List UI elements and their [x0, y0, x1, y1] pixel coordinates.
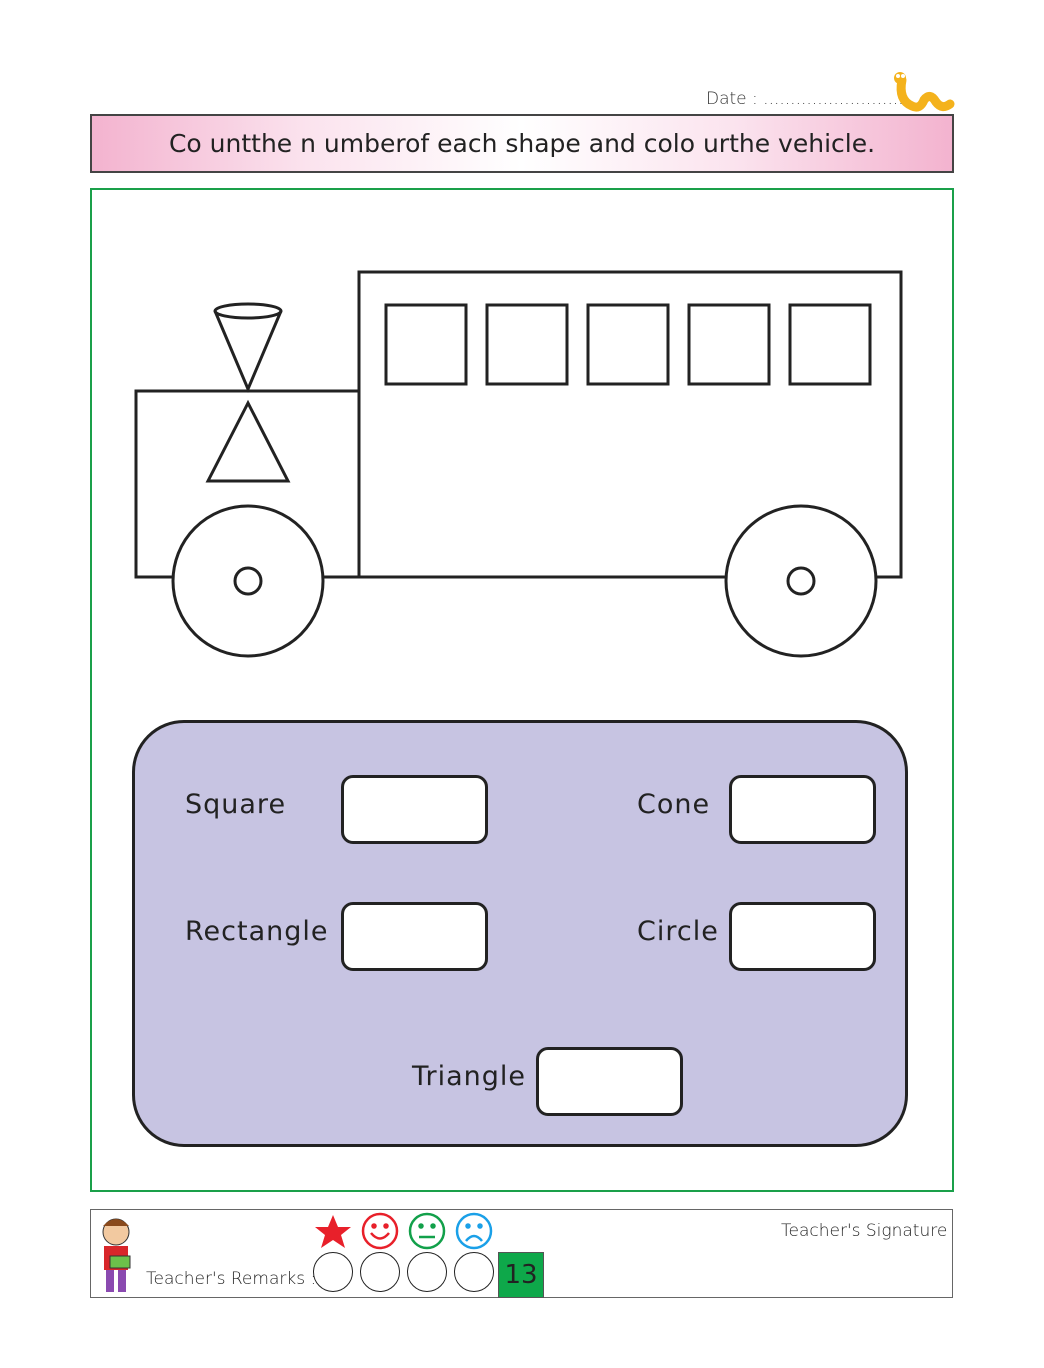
- sad-face-icon: [455, 1212, 493, 1250]
- neutral-face-icon: [408, 1212, 446, 1250]
- square-label: Square: [185, 789, 287, 820]
- date-field[interactable]: Date : ..............................: [706, 89, 926, 109]
- neutral-rating-checkbox[interactable]: [407, 1252, 447, 1292]
- triangle-shape: [205, 399, 291, 483]
- sad-rating-checkbox[interactable]: [454, 1252, 494, 1292]
- instruction-banner: Co untthe n umberof each shape and colo …: [90, 114, 954, 173]
- triangle-count-input[interactable]: [536, 1047, 683, 1116]
- rectangle-count-input[interactable]: [341, 902, 488, 971]
- worm-icon: [894, 72, 955, 112]
- boy-mascot-icon: [102, 1218, 131, 1292]
- triangle-label: Triangle: [412, 1061, 527, 1092]
- rear-wheel-circle: [724, 504, 878, 658]
- window-squares: [384, 303, 872, 386]
- square-count-input[interactable]: [341, 775, 488, 844]
- circle-label: Circle: [637, 916, 719, 947]
- cone-label: Cone: [637, 789, 711, 820]
- front-wheel-circle: [171, 504, 325, 658]
- page-number: 13: [498, 1252, 544, 1298]
- star-icon: [315, 1215, 351, 1248]
- truck-drawing: [134, 270, 903, 658]
- rating-icons: [315, 1212, 493, 1250]
- worksheet-frame: [90, 188, 954, 1192]
- chimney-cone: [213, 302, 283, 393]
- circle-count-input[interactable]: [729, 902, 876, 971]
- cone-count-input[interactable]: [729, 775, 876, 844]
- star-rating-checkbox[interactable]: [313, 1252, 353, 1292]
- rectangle-label: Rectangle: [185, 916, 329, 947]
- teacher-signature-label: Teacher's Signature: [781, 1221, 948, 1241]
- teacher-remarks-label: Teacher's Remarks :: [146, 1269, 317, 1289]
- happy-face-icon: [361, 1212, 399, 1250]
- happy-rating-checkbox[interactable]: [360, 1252, 400, 1292]
- instruction-text: Co untthe n umberof each shape and colo …: [168, 129, 876, 158]
